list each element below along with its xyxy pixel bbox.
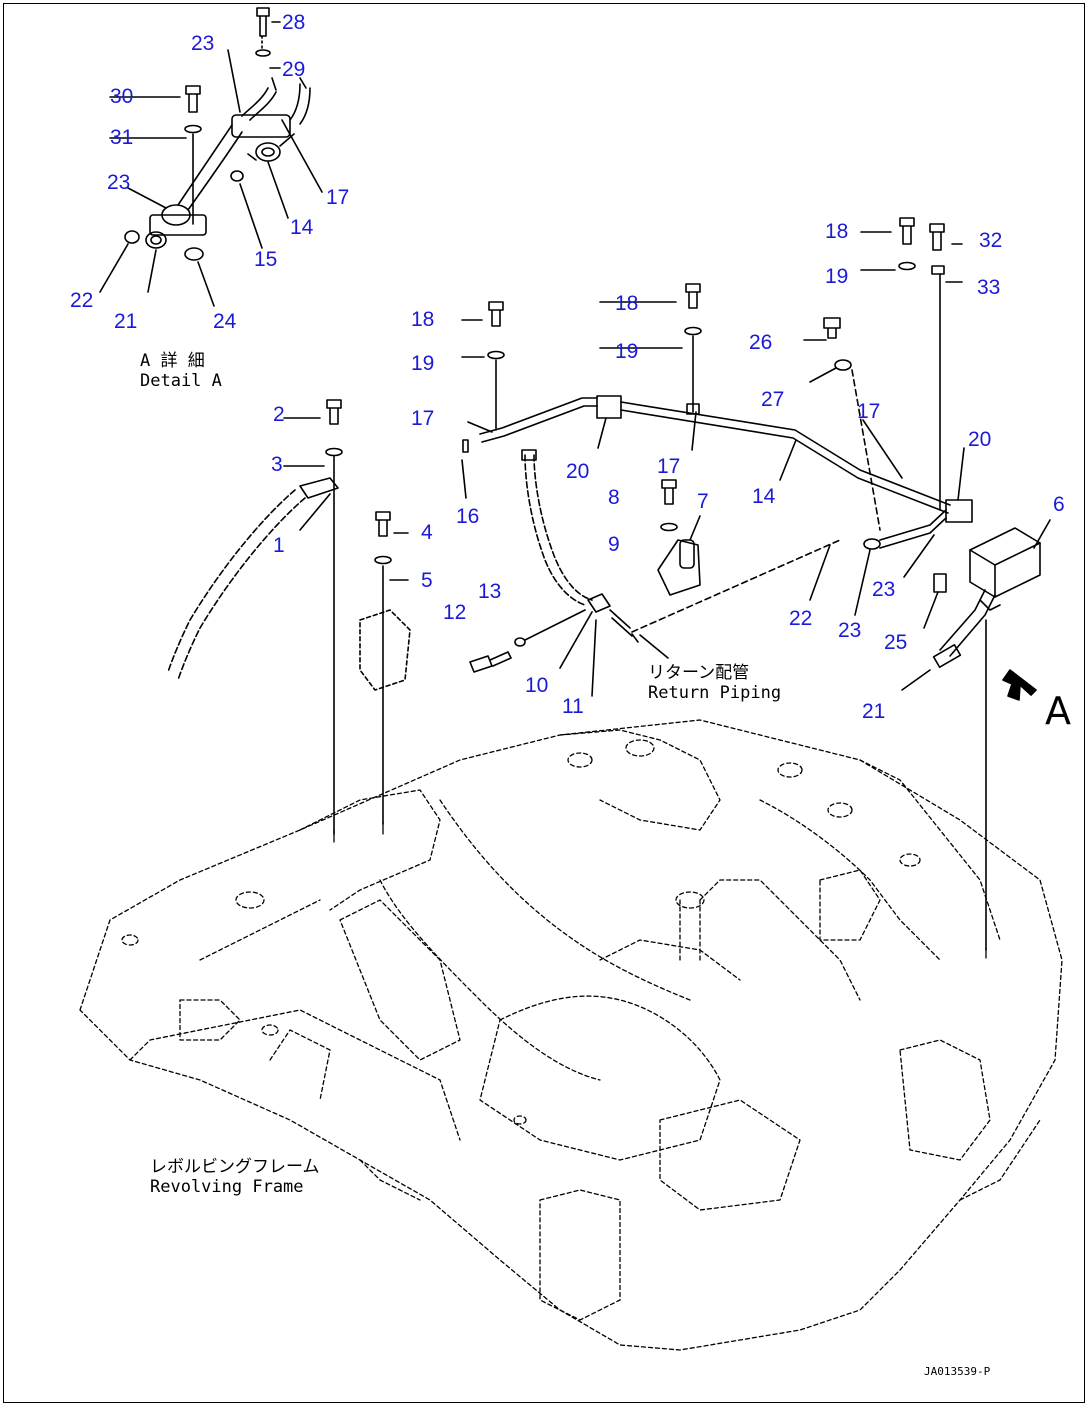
- detail-a-note: A 詳 細 Detail A: [140, 351, 222, 391]
- callout-19: 19: [615, 340, 639, 363]
- callout-27: 27: [761, 388, 785, 411]
- callout-17: 17: [657, 455, 681, 478]
- piping-assembly: [167, 217, 1051, 951]
- callout-18: 18: [411, 308, 435, 331]
- callout-8: 8: [608, 486, 620, 509]
- callout-25: 25: [884, 631, 908, 654]
- callout-23: 23: [107, 171, 131, 194]
- drawing-frame: [3, 3, 1085, 1403]
- drawing-number: JA013539-P: [924, 1365, 991, 1378]
- callout-5: 5: [421, 569, 433, 592]
- callout-12: 12: [443, 601, 467, 624]
- callout-7: 7: [697, 490, 709, 513]
- callout-19: 19: [825, 265, 849, 288]
- callout-28: 28: [282, 11, 306, 34]
- callout-26: 26: [749, 331, 773, 354]
- callout-10: 10: [525, 674, 549, 697]
- callout-3: 3: [271, 453, 283, 476]
- callout-18: 18: [615, 292, 639, 315]
- callout-19: 19: [411, 352, 435, 375]
- callout-30: 30: [110, 85, 134, 108]
- callout-21: 21: [114, 310, 138, 333]
- callout-13: 13: [478, 580, 502, 603]
- callout-11: 11: [562, 695, 584, 718]
- detail-a-drawing: [99, 7, 323, 307]
- callout-21: 21: [862, 700, 886, 723]
- callout-22: 22: [789, 607, 813, 630]
- callout-32: 32: [979, 229, 1003, 252]
- callout-4: 4: [421, 521, 433, 544]
- callout-23: 23: [872, 578, 896, 601]
- callout-15: 15: [254, 248, 278, 271]
- callout-20: 20: [566, 460, 590, 483]
- callout-9: 9: [608, 533, 620, 556]
- callout-1: 1: [273, 534, 285, 557]
- return-piping-note: リターン配管 Return Piping: [648, 663, 782, 703]
- callout-23: 23: [838, 619, 862, 642]
- callout-33: 33: [977, 276, 1001, 299]
- callout-17: 17: [411, 407, 435, 430]
- callout-17: 17: [857, 400, 881, 423]
- revolving-frame-note: レボルビングフレーム Revolving Frame: [150, 1157, 320, 1197]
- callout-29: 29: [282, 58, 306, 81]
- callout-6: 6: [1053, 493, 1065, 516]
- callout-31: 31: [110, 126, 134, 149]
- callout-23: 23: [191, 32, 215, 55]
- view-marker-a: A: [1045, 689, 1071, 733]
- callout-16: 16: [456, 505, 480, 528]
- callout-14: 14: [290, 216, 314, 239]
- callout-2: 2: [273, 403, 285, 426]
- callout-20: 20: [968, 428, 992, 451]
- callout-17: 17: [326, 186, 350, 209]
- callout-18: 18: [825, 220, 849, 243]
- callout-22: 22: [70, 289, 94, 312]
- callout-24: 24: [213, 310, 237, 333]
- revolving-frame-drawing: [79, 719, 1063, 1351]
- callout-14: 14: [752, 485, 776, 508]
